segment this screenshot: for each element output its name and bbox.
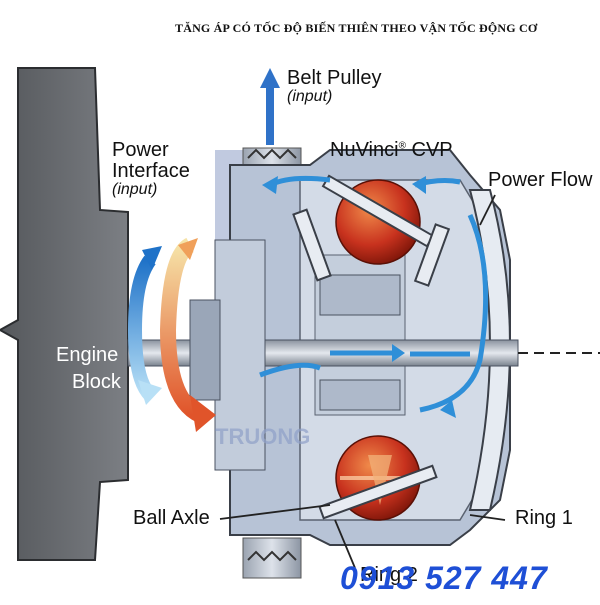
nuvinci-suffix: CVP bbox=[405, 139, 453, 161]
engine-block-line2: Block bbox=[72, 371, 121, 393]
power-flow-leader bbox=[479, 194, 496, 226]
engine-block-label: Engine Block bbox=[56, 345, 121, 393]
ring2-label: Ring 2 bbox=[360, 564, 418, 586]
belt-pulley-sub: (input) bbox=[287, 88, 333, 105]
belt-pulley-text: Belt Pulley bbox=[287, 67, 382, 89]
nuvinci-label: NuVinci® CVP bbox=[330, 140, 453, 161]
ring1-leader bbox=[469, 514, 506, 521]
power-interface-line2: Interface bbox=[112, 160, 190, 182]
rotation-arrows bbox=[127, 237, 216, 432]
power-interface-line1: Power bbox=[112, 139, 169, 161]
page-title: TĂNG ÁP CÓ TỐC ĐỘ BIẾN THIÊN THEO VẬN TỐ… bbox=[175, 21, 538, 35]
ball-axle-leader bbox=[219, 504, 331, 520]
belt-pulley-label: Belt Pulley (input) bbox=[287, 68, 382, 106]
nuvinci-reg: ® bbox=[398, 140, 406, 152]
belt-pulley-arrow bbox=[260, 68, 280, 145]
engine-block bbox=[0, 67, 129, 561]
phone-number: 0913 527 447 bbox=[340, 560, 548, 596]
power-flow-label: Power Flow bbox=[488, 169, 593, 191]
ring1-label: Ring 1 bbox=[515, 507, 573, 529]
engine-block-line1: Engine bbox=[56, 344, 119, 366]
nuvinci-text: NuVinci bbox=[330, 139, 399, 161]
ball-axle-label: Ball Axle bbox=[133, 507, 210, 529]
power-interface-sub: (input) bbox=[112, 181, 158, 198]
ring2-leader bbox=[334, 519, 356, 569]
watermark-text: TRUONG bbox=[215, 424, 311, 449]
ball-axles bbox=[292, 174, 451, 520]
power-interface-label: Power Interface (input) bbox=[112, 140, 190, 199]
